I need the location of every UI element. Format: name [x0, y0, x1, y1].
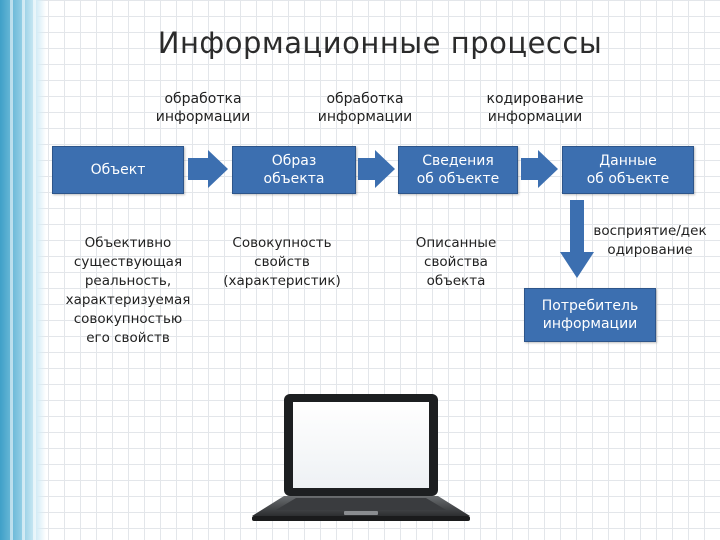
- side-stripe: [22, 0, 25, 540]
- box-data: Данные об объекте: [562, 146, 694, 194]
- description-image: Совокупность свойств (характеристик): [223, 235, 341, 289]
- perception-label: восприятие/дек одирование: [593, 223, 707, 258]
- box-consumer: Потребитель информации: [524, 288, 656, 342]
- description-object: Объективно существующая реальность, хара…: [65, 235, 191, 346]
- arrow-data-to-consumer: [560, 200, 594, 278]
- arrow-image-to-info: [358, 150, 395, 188]
- side-stripe: [33, 0, 36, 540]
- description-information: Описанные свойства объекта: [415, 235, 497, 289]
- side-stripe: [10, 0, 13, 540]
- slide-title: Информационные процессы: [157, 26, 603, 60]
- laptop-icon: [252, 394, 470, 521]
- process-label-2: обработка информации: [317, 91, 413, 125]
- arrow-info-to-data: [521, 150, 558, 188]
- process-label-3: кодирование информации: [486, 91, 584, 125]
- box-object-image: Образ объекта: [232, 146, 356, 194]
- arrow-object-to-image: [188, 150, 228, 188]
- box-object: Объект: [52, 146, 184, 194]
- side-decoration: [0, 0, 46, 540]
- box-information: Сведения об объекте: [398, 146, 518, 194]
- process-label-1: обработка информации: [155, 91, 251, 125]
